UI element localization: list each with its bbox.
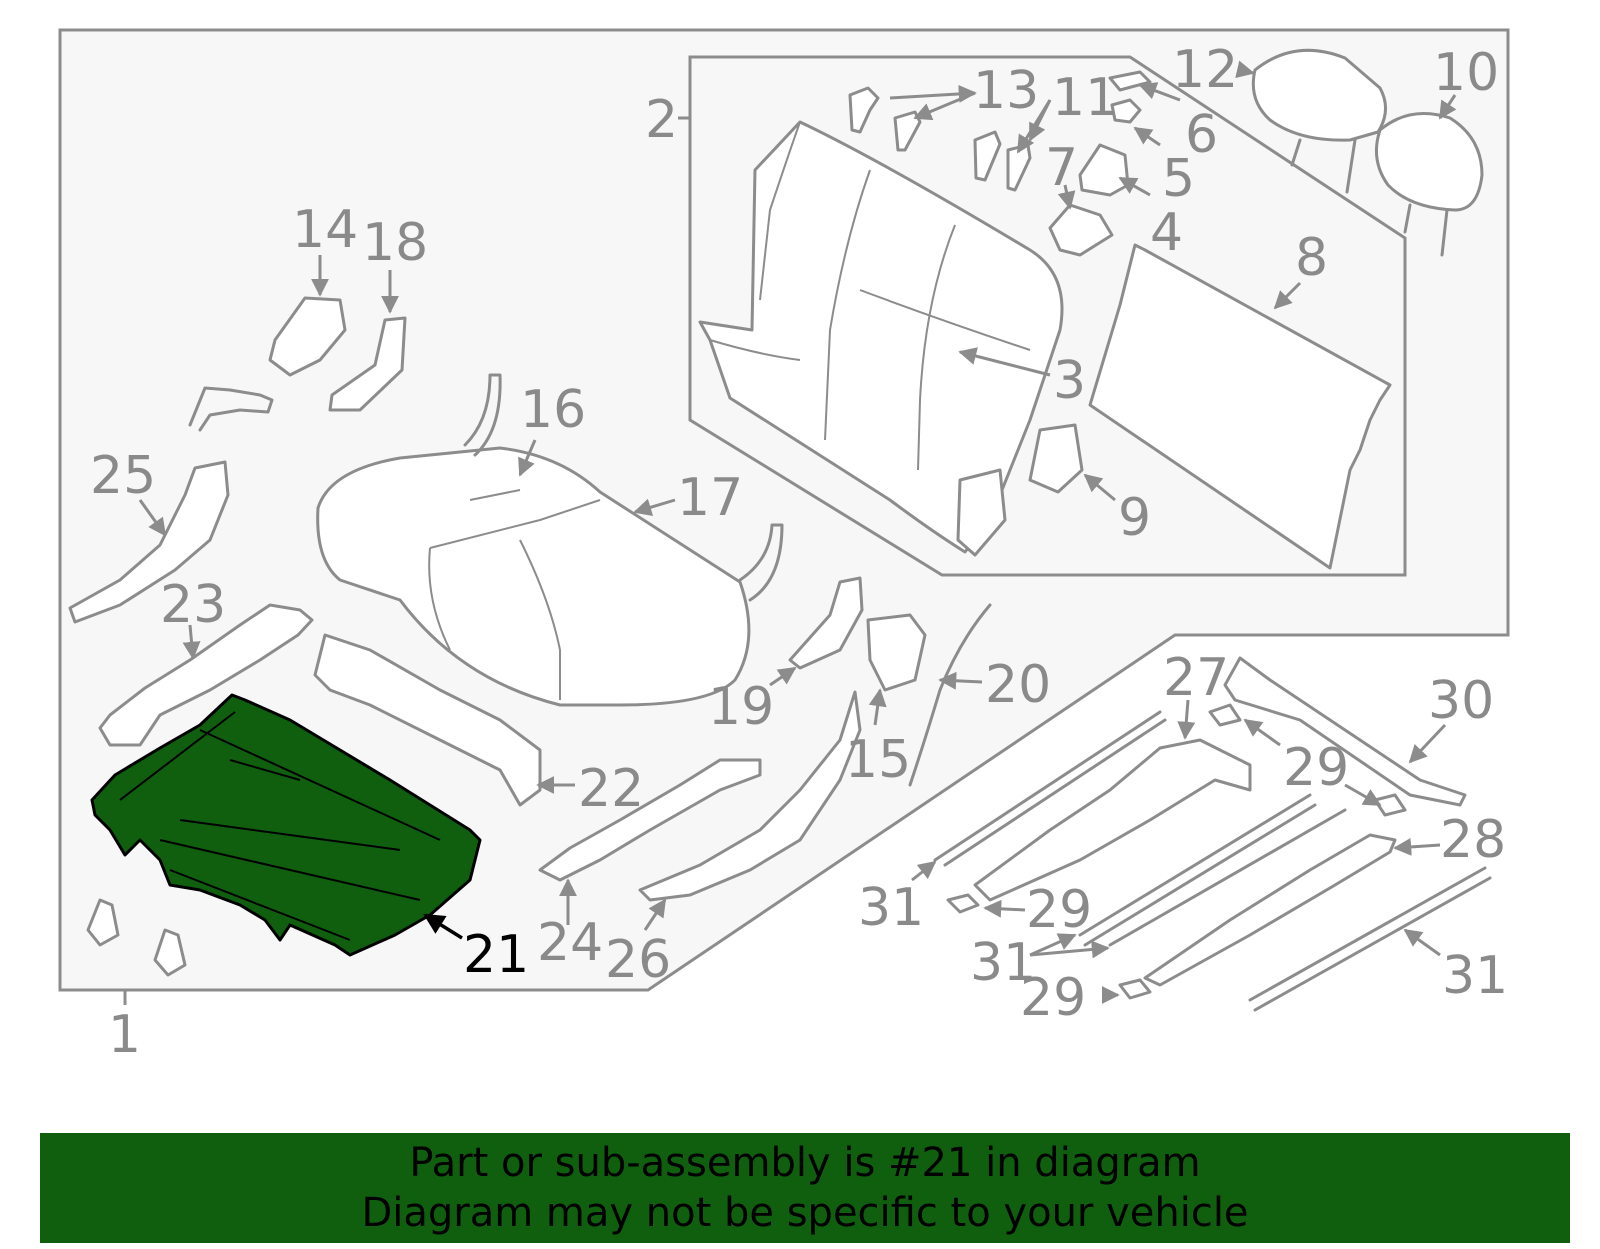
back-panel-part-8	[1088, 243, 1392, 570]
callout-7[interactable]: 7	[1045, 138, 1078, 198]
trim-part-26	[638, 690, 862, 902]
callout-16[interactable]: 16	[520, 380, 586, 440]
callout-19[interactable]: 19	[708, 677, 774, 737]
callout-4[interactable]: 4	[1150, 203, 1183, 263]
callout-24[interactable]: 24	[537, 913, 603, 973]
rod-part-20	[908, 603, 992, 787]
clip-left-2	[153, 928, 187, 977]
bracket-part-14	[268, 296, 347, 377]
callout-31[interactable]: 31	[858, 878, 924, 938]
trim-part-18	[328, 316, 407, 412]
callout-3[interactable]: 3	[1053, 351, 1086, 411]
callout-29c[interactable]: 29	[1020, 968, 1086, 1028]
trim-part-25	[68, 460, 230, 624]
callout-17[interactable]: 17	[677, 468, 743, 528]
seat-cushion-part-17	[316, 373, 784, 707]
callout-26[interactable]: 26	[605, 930, 671, 990]
banner-line-1: Part or sub-assembly is #21 in diagram	[409, 1140, 1201, 1186]
callout-5[interactable]: 5	[1162, 149, 1195, 209]
rail-part-24	[538, 758, 762, 882]
trim-part-19	[788, 576, 864, 670]
clip-left-1	[86, 898, 120, 947]
callout-20[interactable]: 20	[985, 655, 1051, 715]
callout-15[interactable]: 15	[845, 730, 911, 790]
callout-14[interactable]: 14	[292, 200, 358, 260]
callout-27[interactable]: 27	[1163, 648, 1229, 708]
callout-13[interactable]: 13	[973, 61, 1039, 121]
callout-29[interactable]: 29	[1283, 738, 1349, 798]
callout-11[interactable]: 11	[1052, 68, 1118, 128]
callout-25[interactable]: 25	[90, 446, 156, 506]
callout-30[interactable]: 30	[1428, 671, 1494, 731]
callout-2[interactable]: 2	[645, 90, 678, 150]
parts-diagram: 1 2 3 4 5 6 7 8 9 10 11 12 13 14 15 16 1…	[58, 28, 1510, 1065]
latch-part-9	[1028, 423, 1084, 494]
callout-12[interactable]: 12	[1172, 40, 1238, 100]
callout-31b[interactable]: 31	[970, 933, 1036, 993]
callout-28[interactable]: 28	[1440, 810, 1506, 870]
callout-8[interactable]: 8	[1295, 228, 1328, 288]
callout-31c[interactable]: 31	[1442, 946, 1508, 1006]
cover-part-15	[866, 613, 927, 692]
callout-1[interactable]: 1	[108, 1005, 141, 1065]
callout-23[interactable]: 23	[160, 575, 226, 635]
banner-line-2: Diagram may not be specific to your vehi…	[361, 1190, 1249, 1236]
callout-22[interactable]: 22	[578, 759, 644, 819]
callout-6[interactable]: 6	[1185, 105, 1218, 165]
part-info-banner: Part or sub-assembly is #21 in diagram D…	[40, 1133, 1570, 1243]
callout-9[interactable]: 9	[1118, 488, 1151, 548]
rail-assembly-27-31	[933, 656, 1492, 1012]
callout-29b[interactable]: 29	[1026, 880, 1092, 940]
callout-18[interactable]: 18	[362, 213, 428, 273]
seatback-part-3	[698, 120, 1064, 557]
rail-part-23	[98, 603, 314, 747]
seat-frame-part-21-highlighted	[90, 693, 482, 957]
callout-21-highlighted[interactable]: 21	[463, 925, 529, 985]
callout-10[interactable]: 10	[1433, 43, 1499, 103]
